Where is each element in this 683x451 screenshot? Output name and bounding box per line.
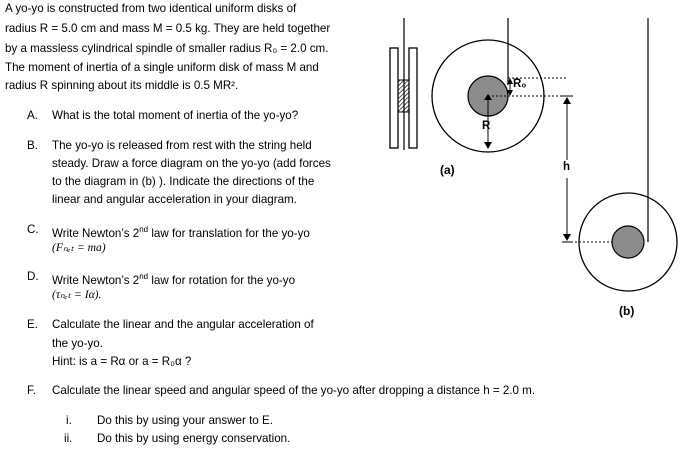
label-figure-b: (b)	[619, 304, 635, 318]
spindle-radius-arrow-head-bottom	[507, 90, 513, 96]
question-e-line-1: Calculate the linear and the angular acc…	[52, 318, 314, 331]
question-f-sub-2-num: ii.	[64, 432, 73, 445]
question-a-letter: A.	[27, 109, 38, 122]
question-b-line-4: linear and angular acceleration in your …	[52, 193, 297, 206]
spindle-radius-arrow-head-top	[507, 78, 513, 84]
yo-yo-front-view-a	[431, 18, 566, 153]
side-view-left-disk	[389, 47, 399, 149]
question-f-letter: F.	[27, 384, 37, 397]
height-dimension	[562, 95, 573, 243]
label-height: h	[563, 161, 571, 173]
label-figure-a: (a)	[440, 163, 455, 177]
question-d-letter: D.	[27, 270, 39, 283]
spindle-circle-b	[611, 225, 645, 259]
radius-arrow-head-top	[484, 94, 492, 100]
question-e-letter: E.	[27, 318, 38, 331]
question-d-line-1: Write Newton’s 2nd law for rotation for …	[52, 272, 296, 287]
h-arrow-head-bottom	[563, 234, 571, 241]
question-c-formula: (Fₙₑₜ = ma)	[52, 241, 106, 254]
question-d-formula: (τₙₑₜ = Iα).	[52, 288, 102, 301]
question-c-line-1: Write Newton’s 2nd law for translation f…	[52, 225, 310, 240]
question-f-sub-1-num: i.	[66, 414, 72, 427]
radius-arrow-head-bottom	[484, 142, 492, 149]
yo-yo-side-view	[389, 18, 418, 150]
intro-line-4: The moment of inertia of a single unifor…	[5, 61, 319, 74]
side-view-wound-string	[397, 79, 410, 113]
question-f-sub-1-text: Do this by using your answer to E.	[97, 414, 273, 427]
question-a-text: What is the total moment of inertia of t…	[52, 109, 299, 122]
intro-line-1: A yo-yo is constructed from two identica…	[5, 2, 297, 15]
question-e-line-2: the yo-yo.	[52, 337, 103, 350]
question-b-line-3: to the diagram in (b) ). Indicate the di…	[52, 175, 315, 188]
intro-line-3: by a massless cylindrical spindle of sma…	[5, 42, 329, 55]
side-view-right-disk	[408, 47, 418, 149]
question-c-letter: C.	[27, 223, 39, 236]
yo-yo-front-view-b	[575, 18, 678, 292]
label-spindle-radius: R₀	[513, 78, 527, 90]
intro-line-5: radius R spinning about its middle is 0.…	[5, 79, 239, 92]
question-e-hint: Hint: is a = Rα or a = R₀α ?	[52, 355, 192, 368]
question-b-line-1: The yo-yo is released from rest with the…	[52, 139, 312, 152]
label-radius: R	[482, 120, 491, 132]
h-arrow-head-top	[563, 97, 571, 104]
question-b-line-2: steady. Draw a force diagram on the yo-y…	[52, 157, 331, 170]
question-b-letter: B.	[27, 139, 38, 152]
intro-line-2: radius R = 5.0 cm and mass M = 0.5 kg. T…	[5, 22, 331, 35]
question-f-sub-2-text: Do this by using energy conservation.	[97, 432, 291, 445]
question-f-line-1: Calculate the linear speed and angular s…	[52, 384, 536, 397]
